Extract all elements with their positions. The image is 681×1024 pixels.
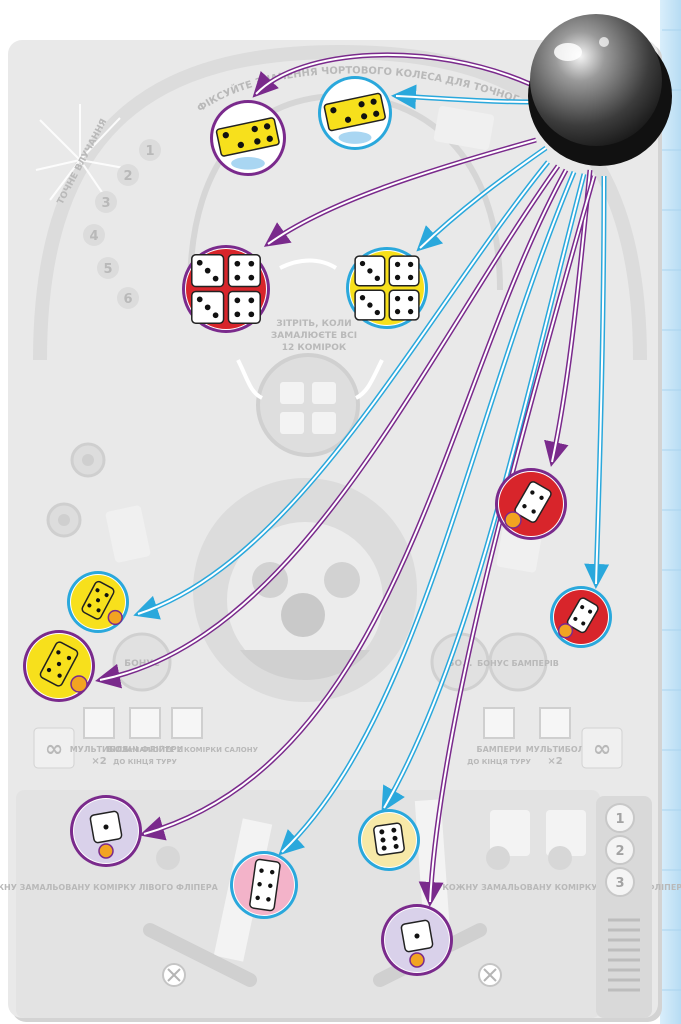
multiplier-right-label: МУЛЬТИБОЛ xyxy=(526,745,585,754)
bonus-right-label: БОНУС БАМПЕРІВ xyxy=(477,659,559,668)
one-die-purple-bottom-marker xyxy=(381,904,453,976)
ball-counter: 1 2 3 xyxy=(606,804,634,896)
center-instruction-line: ЗІТРІТЬ, КОЛИ xyxy=(276,319,351,329)
yellow-diamond-die-icon xyxy=(27,634,91,698)
left-flipper-bonus: ЗА КОЖНУ ЗАМАЛЬОВАНУ КОМІРКУ ЛІВОГО ФЛІП… xyxy=(0,883,219,892)
red-diamond-die-icon xyxy=(499,472,563,536)
ladder-number: 4 xyxy=(89,229,98,244)
ladder-number: 1 xyxy=(145,144,154,159)
clown-illustration xyxy=(193,478,417,702)
yellow-diamond-blue-marker xyxy=(67,571,129,633)
bumpers-label: БАМПЕРИ xyxy=(477,745,522,754)
ladder-number: 6 xyxy=(123,292,132,307)
shade-saloon-label: ЗАМАЛЮЙТЕ 2 КОМІРКИ САЛОНУ xyxy=(122,745,259,754)
ball-counter-number: 1 xyxy=(615,812,624,827)
yellow-diamond-die-icon xyxy=(71,575,125,629)
double-yellow-blue-marker xyxy=(318,76,392,150)
free-flippers-sub: ДО КІНЦЯ ТУРУ xyxy=(113,758,177,766)
four-dice-red-icon xyxy=(186,249,266,329)
ball-counter-number: 2 xyxy=(615,844,624,859)
quad-yellow-blue-marker xyxy=(346,247,428,329)
bumpers-sub: ДО КІНЦЯ ТУРУ xyxy=(467,758,531,766)
infinity-left: ∞ xyxy=(45,737,63,762)
single-die-one-icon xyxy=(74,799,138,863)
one-die-purple-marker xyxy=(70,795,142,867)
stack-dice-blue-right-marker xyxy=(358,809,420,871)
infinity-right: ∞ xyxy=(593,737,611,762)
stack-dice-blue-left-marker xyxy=(230,851,298,919)
yellow-diamond-purple-marker xyxy=(23,630,95,702)
center-instruction-line: 12 КОМІРОК xyxy=(282,343,347,353)
ladder-number: 2 xyxy=(123,169,132,184)
quad-red-purple-marker xyxy=(182,245,270,333)
red-diamond-die-icon xyxy=(554,590,608,644)
ladder-number: 5 xyxy=(103,262,112,277)
multiplier-left-value: ×2 xyxy=(91,756,106,767)
red-diamond-purple-marker xyxy=(495,468,567,540)
red-diamond-blue-marker xyxy=(550,586,612,648)
center-instruction-line: ЗАМАЛЮЄТЕ ВСІ xyxy=(271,331,357,341)
ladder-number: 3 xyxy=(101,196,110,211)
double-yellow-purple-marker xyxy=(210,100,286,176)
ball-counter-number: 3 xyxy=(615,876,624,891)
multiplier-right-value: ×2 xyxy=(547,756,562,767)
single-die-one-icon xyxy=(385,908,449,972)
dice-stack-icon xyxy=(362,813,416,867)
four-dice-yellow-icon xyxy=(350,251,424,325)
steel-pinball-icon xyxy=(528,14,672,166)
center-instruction: ЗІТРІТЬ, КОЛИ ЗАМАЛЮЄТЕ ВСІ 12 КОМІРОК xyxy=(271,319,357,353)
tall-dice-stack-icon xyxy=(234,855,294,915)
